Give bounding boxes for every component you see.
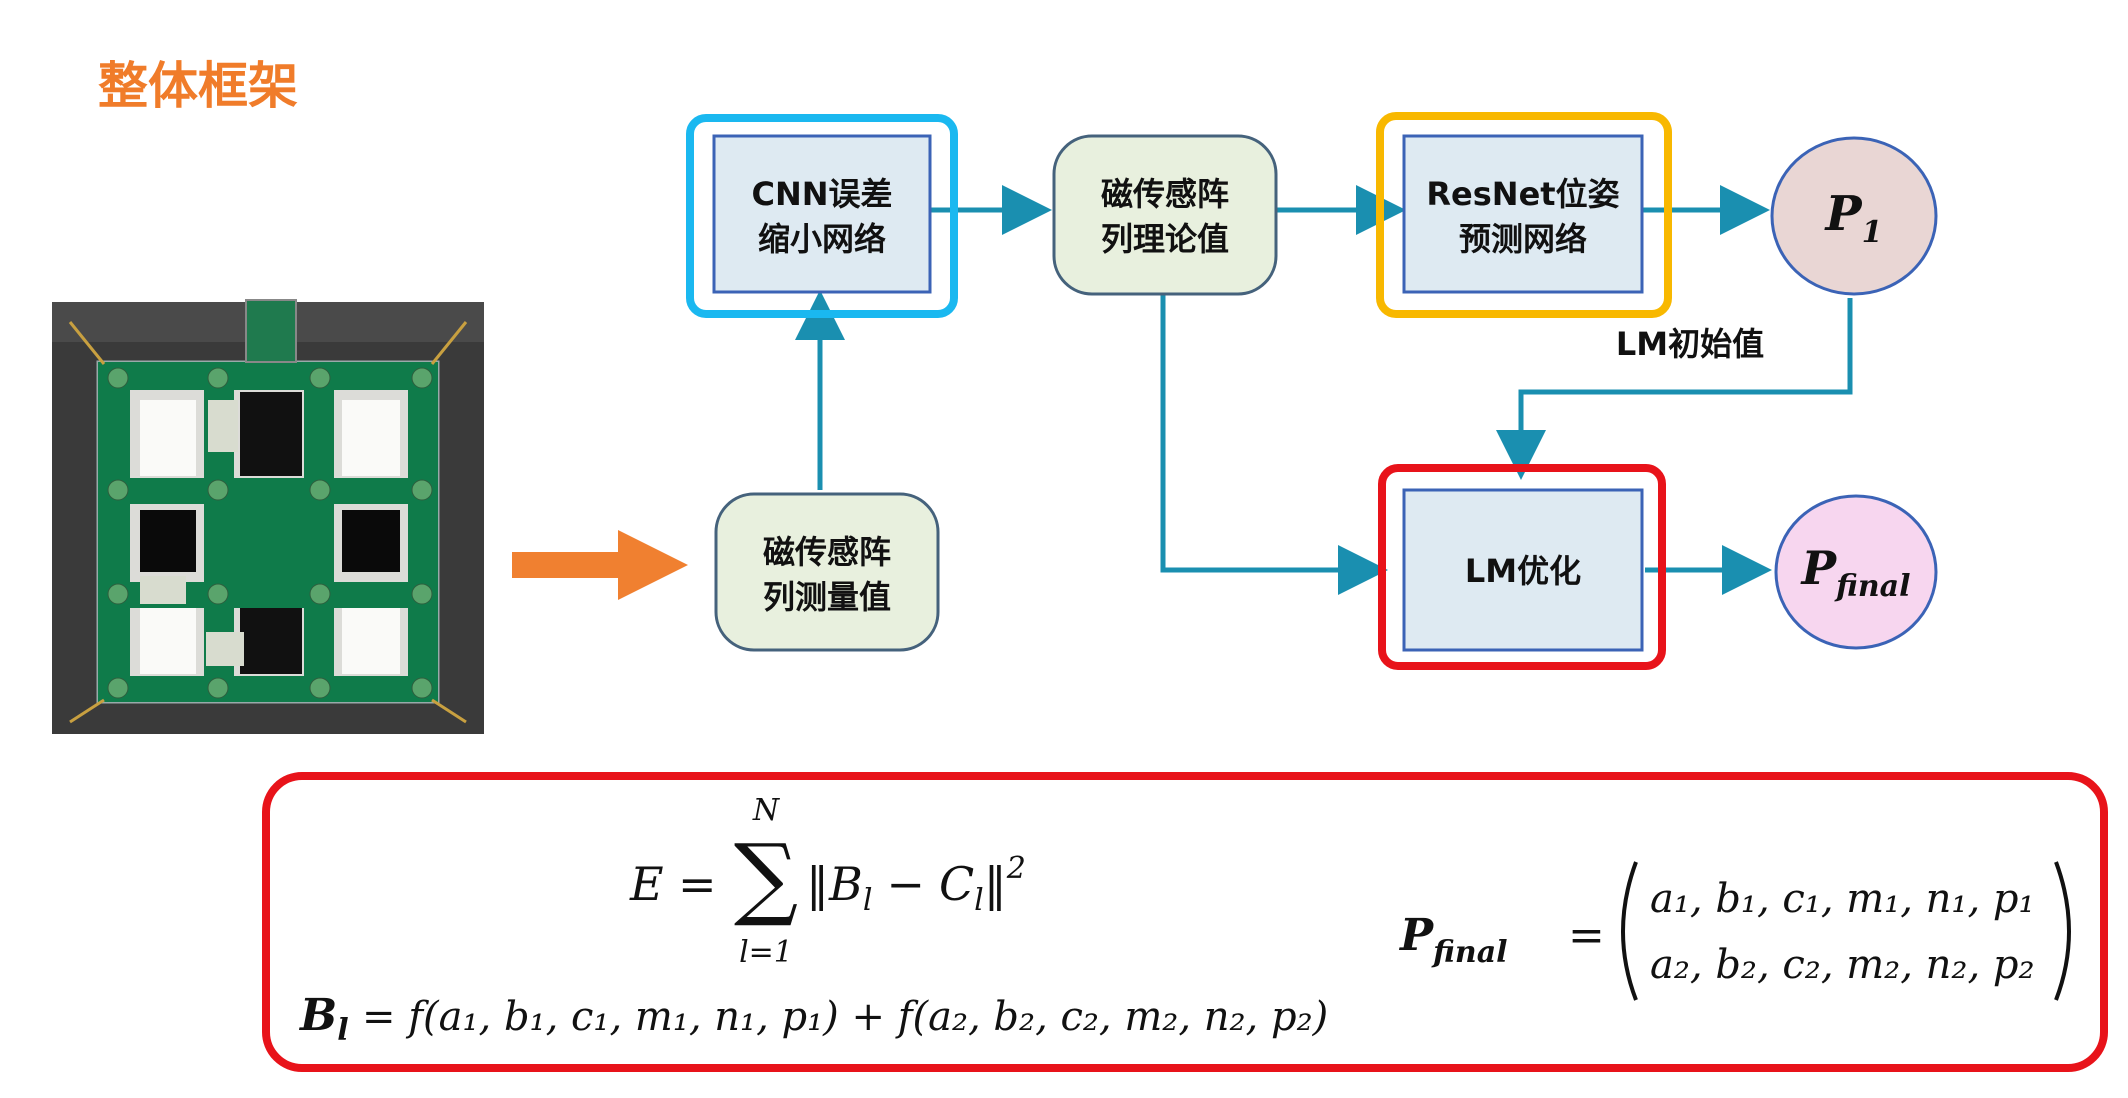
pf-eq: = [1568,910,1605,961]
node-lm-label: LM优化 [1465,552,1581,590]
input-arrow [512,530,688,600]
node-resnet-line2: 预测网络 [1459,220,1587,258]
p1-main: P [1824,186,1864,242]
node-theory: 磁传感阵 列理论值 [1052,134,1278,296]
norm-open: ‖B [806,857,863,911]
node-measured-line1: 磁传感阵 [763,533,891,571]
b-main: B [298,990,337,1041]
sum-top: N [752,793,781,828]
norm-minus: − [886,857,925,911]
node-resnet-line1: ResNet位姿 [1426,175,1619,213]
svg-text:Pfinal: Pfinal [1398,910,1508,970]
matrix-left-paren [1621,861,1638,1001]
node-cnn-line2: 缩小网络 [758,220,886,258]
node-resnet: ResNet位姿 预测网络 [1402,134,1644,294]
norm-b-sub: l [863,883,873,918]
lm-init-label: LM初始值 [1616,325,1764,363]
formula-box [262,772,2108,1072]
node-theory-line2: 列理论值 [1101,220,1229,258]
matrix-right-paren [2054,861,2071,1001]
b-rhs: = f(a₁, b₁, c₁, m₁, n₁, p₁) + f(a₂, b₂, … [362,994,1328,1040]
pfinal-main: P [1799,541,1837,595]
matrix-row1: a₁, b₁, c₁, m₁, n₁, p₁ [1650,876,2035,922]
sum-symbol: ∑ [734,825,798,930]
resnet-highlight-frame [1376,112,1672,318]
arrow-theory-to-lm [1160,294,1388,595]
pf-sub: final [1431,935,1507,970]
b-formula: Bl = f(a₁, b₁, c₁, m₁, n₁, p₁) + f(a₂, b… [298,990,1328,1048]
circle-p1: P1 [1770,136,1938,296]
svg-text:Bl: Bl [298,990,349,1048]
node-measured: 磁传感阵 列测量值 [714,492,940,652]
formula-eq: = [678,857,717,911]
lm-highlight-frame [1378,464,1666,670]
circle-pfinal: Pfinal [1774,494,1938,650]
pf-main: P [1398,910,1435,961]
arrow-p1-to-lm [1496,298,1853,480]
energy-formula: E = N ∑ l=1 ‖Bl−Cl‖2 [629,793,1026,970]
matrix-row2: a₂, b₂, c₂, m₂, n₂, p₂ [1650,942,2035,988]
node-cnn: CNN误差 缩小网络 [712,134,932,294]
sum-bottom: l=1 [739,935,793,970]
formula-E: E [629,857,664,911]
node-measured-line2: 列测量值 [763,578,891,616]
connector-arrows [795,185,1853,595]
node-cnn-line1: CNN误差 [751,175,892,213]
svg-text:Pfinal: Pfinal [1799,541,1910,604]
svg-text:P1: P1 [1824,186,1883,250]
norm-sq: 2 [1006,851,1026,886]
node-lm: LM优化 [1402,488,1644,652]
norm-close: ‖ [984,857,1007,911]
pfinal-formula: Pfinal = a₁, b₁, c₁, m₁, n₁, p₁ a₂, b₂, … [1398,861,2071,1001]
p1-sub: 1 [1862,215,1883,250]
b-sub: l [337,1013,348,1048]
norm-c: C [939,857,974,911]
svg-text:‖Bl−Cl‖2: ‖Bl−Cl‖2 [806,851,1026,918]
norm-c-sub: l [974,883,984,918]
cnn-highlight-frame [686,114,958,318]
node-theory-line1: 磁传感阵 [1101,175,1229,213]
page-title: 整体框架 [98,57,298,115]
pfinal-sub: final [1834,569,1910,604]
pcb-photo [52,299,484,734]
